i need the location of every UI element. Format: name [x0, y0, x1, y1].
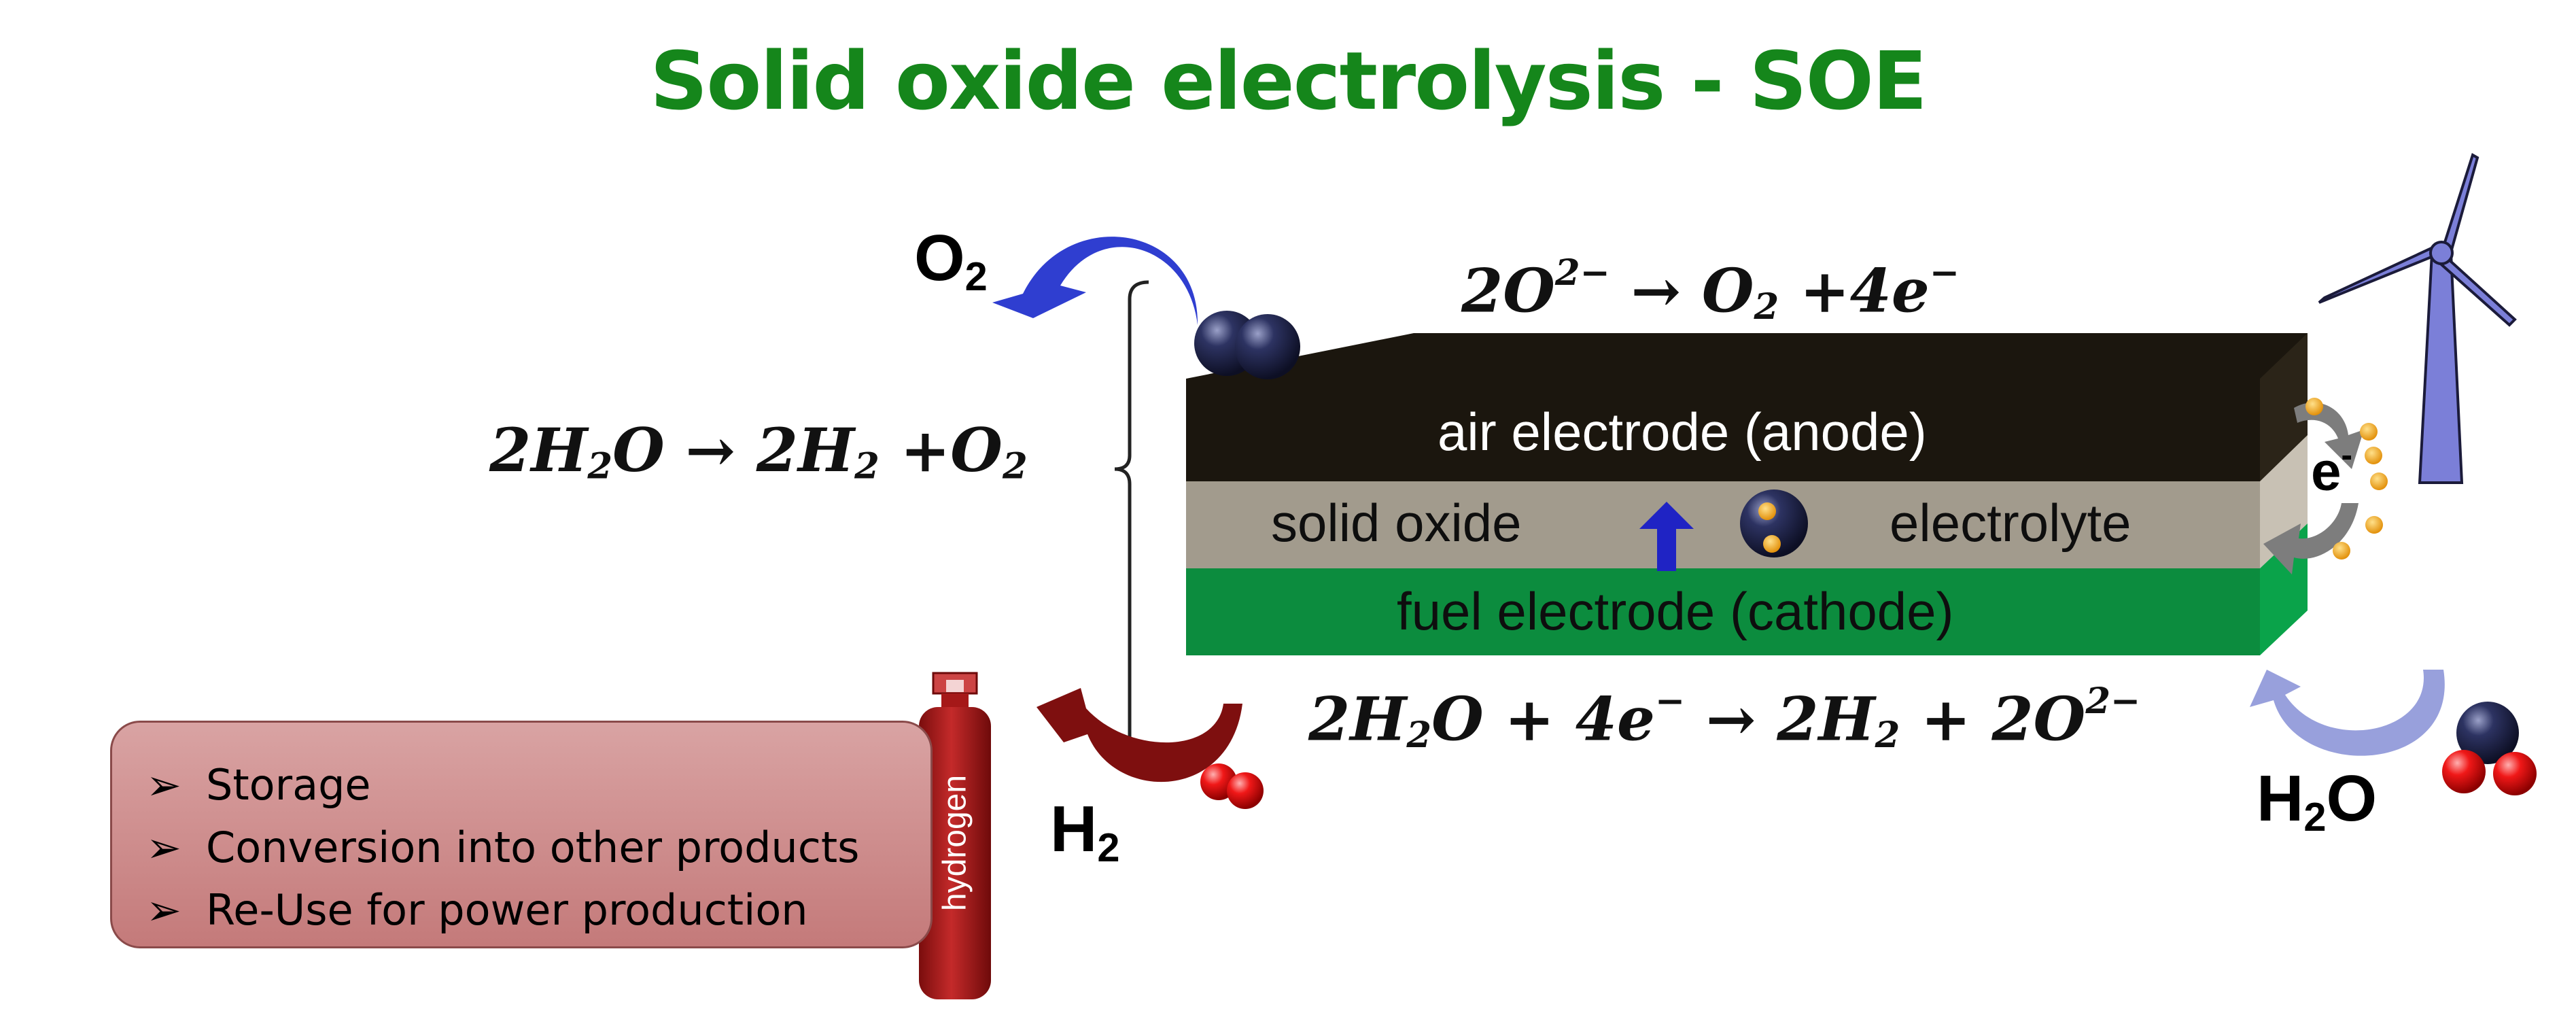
o2-label: O2 — [914, 222, 988, 299]
electron-arrow-bottom — [2263, 503, 2359, 574]
hydrogen-bottle-label: hydrogen — [937, 774, 973, 912]
arrow-bullet-icon: ➢ — [146, 885, 181, 935]
uses-list-item: ➢Storage — [112, 754, 930, 816]
electrolyte-layer-side — [2260, 435, 2308, 568]
o2-molecule — [1194, 311, 1300, 379]
o2-release-arrow — [992, 237, 1198, 325]
electrolyte-label-right: electrolyte — [1890, 493, 2131, 553]
uses-list-item: ➢Conversion into other products — [112, 816, 930, 879]
arrow-bullet-icon: ➢ — [146, 823, 181, 872]
h2o-label: H2O — [2257, 762, 2378, 840]
cathode-label: fuel electrode (cathode) — [1397, 581, 1954, 641]
hydrogen-uses-box: ➢Storage ➢Conversion into other products… — [110, 721, 933, 948]
arrow-bullet-icon: ➢ — [146, 760, 181, 810]
h2-label: H2 — [1050, 793, 1120, 870]
wind-turbine-icon — [2318, 153, 2517, 484]
electrolyte-layer — [1186, 481, 2260, 568]
uses-list-item: ➢Re-Use for power production — [112, 879, 930, 942]
anode-reaction: 2O2− → O2 +4e− — [1461, 252, 1960, 328]
anode-layer — [1186, 333, 2308, 481]
h2-molecule — [1200, 763, 1264, 809]
cathode-layer — [1186, 568, 2260, 655]
h2o-molecule — [2442, 702, 2537, 795]
h2-release-arrow — [1037, 688, 1242, 782]
electron-particles — [2305, 398, 2388, 560]
cathode-reaction: 2H2O + 4e− → 2H2 + 2O2− — [1308, 680, 2141, 757]
hydrogen-bottle-icon — [919, 672, 991, 999]
diagram-title: Solid oxide electrolysis - SOE — [650, 34, 1927, 128]
anode-layer-side — [2260, 333, 2308, 481]
overall-reaction: 2H2O → 2H2 +O2 — [489, 415, 1028, 487]
electron-arrow-top — [2294, 402, 2364, 469]
electrolyte-label-left: solid oxide — [1271, 493, 1522, 553]
electron-label: e- — [2311, 436, 2353, 502]
oxide-ion — [1740, 489, 1808, 557]
h2o-feed-arrow — [2250, 670, 2445, 756]
reaction-brace — [1114, 280, 1149, 767]
anode-label: air electrode (anode) — [1438, 402, 1927, 462]
ion-up-arrow — [1639, 502, 1694, 571]
